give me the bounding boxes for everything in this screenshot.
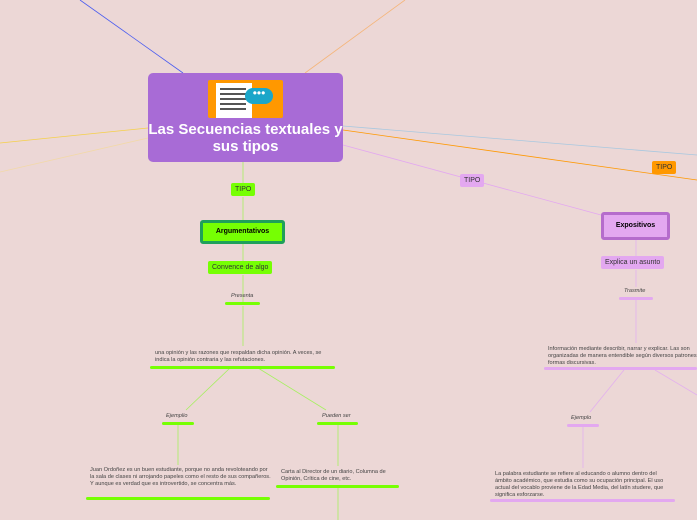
ejemplio-label[interactable]: Ejemplio — [166, 413, 188, 419]
expositive-detail-underline — [544, 367, 697, 370]
expositivos-node[interactable]: Expositivos — [601, 212, 670, 240]
kinds-underline — [276, 485, 399, 488]
central-title: Las Secuencias textuales y sus tipos — [148, 121, 343, 155]
argument-kinds[interactable]: Carta al Director de un diario, Columna … — [281, 469, 386, 482]
tipo-label-right[interactable]: TIPO — [460, 174, 485, 187]
example-underline — [86, 497, 270, 500]
argumentativos-node[interactable]: Argumentativos — [200, 220, 285, 244]
convence-node[interactable]: Convence de algo — [208, 261, 273, 274]
expositive-example[interactable]: La palabra estudiante se refiere al educ… — [495, 471, 664, 498]
presenta-label[interactable]: Presenta — [231, 293, 254, 299]
central-topic[interactable]: ••• Las Secuencias textuales y sus tipos — [148, 73, 343, 162]
document-chat-icon: ••• — [208, 80, 283, 118]
pueden-ser-label[interactable]: Pueden ser — [322, 413, 351, 419]
explica-node[interactable]: Explica un asunto — [601, 256, 665, 269]
argument-detail[interactable]: una opinión y las razones que respaldan … — [155, 350, 322, 363]
expositive-detail[interactable]: Información mediante describir, narrar y… — [548, 346, 697, 366]
ejemplio-underline — [162, 422, 194, 425]
tipo-label-far-right[interactable]: TIPO — [652, 161, 677, 174]
expositive-example-underline — [490, 499, 675, 502]
trasmite-label[interactable]: Trasmite — [624, 288, 646, 294]
ejemplo-underline — [567, 424, 599, 427]
trasmite-underline — [619, 297, 653, 300]
argument-example[interactable]: Juan Ordoñez es un buen estudiante, porq… — [90, 467, 271, 487]
ejemplo-label[interactable]: Ejemplo — [571, 415, 592, 421]
presenta-underline — [225, 302, 260, 305]
tipo-label-left[interactable]: TIPO — [231, 183, 256, 196]
pueden-ser-underline — [317, 422, 358, 425]
detail-underline — [150, 366, 335, 369]
